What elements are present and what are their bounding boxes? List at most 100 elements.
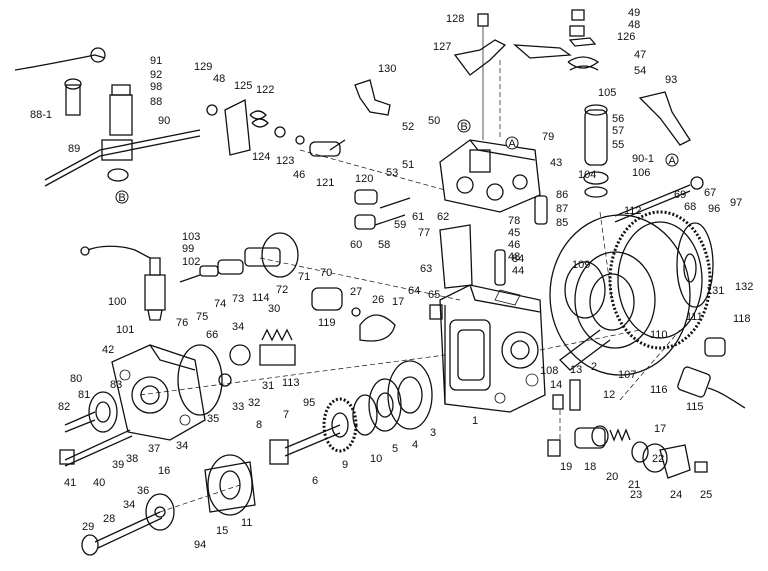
part-label-128: 128: [446, 13, 464, 25]
gasket-109: [564, 261, 606, 319]
part-label-92: 92: [150, 69, 162, 81]
misc-parts: [311, 189, 548, 342]
part-label-50: 50: [428, 115, 440, 127]
part-label-6: 6: [312, 475, 318, 487]
part-label-11: 11: [241, 517, 252, 529]
part-label-76: 76: [176, 317, 188, 329]
part-label-10: 10: [370, 453, 382, 465]
part-label-69: 69: [674, 189, 686, 201]
part-label-17: 17: [392, 296, 404, 308]
part-label-23: 23: [630, 489, 642, 501]
part-label-41: 41: [64, 477, 76, 489]
callout-B2: B: [115, 190, 129, 204]
part-label-57: 57: [612, 125, 624, 137]
part-label-26: 26: [372, 294, 384, 306]
part-label-111: 111: [686, 311, 703, 323]
part-label-98: 98: [150, 81, 162, 93]
lever-93: [583, 91, 691, 198]
part-label-1: 1: [472, 415, 478, 427]
callout-A: A: [505, 136, 519, 150]
pump-housing: [439, 284, 546, 413]
bracket-125: [206, 98, 341, 157]
part-label-60: 60: [350, 239, 362, 251]
part-label-17b: 17: [654, 423, 666, 435]
part-label-109: 109: [572, 259, 590, 271]
callouts: B A B A: [115, 119, 679, 204]
part-label-54: 54: [634, 65, 646, 77]
part-label-65: 65: [428, 289, 440, 301]
part-label-55: 55: [612, 139, 624, 151]
part-label-66: 66: [206, 329, 218, 341]
part-label-89: 89: [68, 143, 80, 155]
part-label-125: 125: [234, 80, 252, 92]
part-label-43: 43: [550, 157, 562, 169]
part-label-102: 102: [182, 256, 200, 268]
part-label-30: 30: [268, 303, 280, 315]
part-label-45: 45: [508, 227, 520, 239]
part-label-67: 67: [704, 187, 716, 199]
part-label-115: 115: [686, 401, 704, 413]
part-label-84: 84: [512, 253, 524, 265]
part-label-20: 20: [606, 471, 618, 483]
lower-right-parts: [547, 379, 708, 479]
part-label-78: 78: [508, 215, 520, 227]
gasket-35: [177, 344, 223, 416]
part-label-5: 5: [392, 443, 398, 455]
solenoid-valve-100: [80, 245, 166, 321]
distributor-head: [111, 344, 206, 441]
part-label-99: 99: [182, 243, 194, 255]
part-label-87: 87: [556, 203, 568, 215]
part-label-56: 56: [612, 113, 624, 125]
part-label-61: 61: [412, 211, 424, 223]
part-label-33: 33: [232, 401, 244, 413]
part-label-62: 62: [437, 211, 449, 223]
part-label-28: 28: [103, 513, 115, 525]
part-label-52: 52: [402, 121, 414, 133]
part-label-75: 75: [196, 311, 208, 323]
part-label-25: 25: [700, 489, 712, 501]
part-label-34b: 34: [176, 440, 188, 452]
part-label-77: 77: [418, 227, 430, 239]
part-label-32: 32: [248, 397, 260, 409]
lever-130: [354, 79, 391, 116]
part-label-106: 106: [632, 167, 650, 179]
part-label-40: 40: [93, 477, 105, 489]
part-label-64: 64: [408, 285, 420, 297]
part-label-73: 73: [232, 293, 244, 305]
svg-text:B: B: [118, 192, 125, 204]
part-label-96: 96: [708, 203, 720, 215]
part-label-44: 44: [512, 265, 524, 277]
shaft-68: [614, 176, 704, 223]
part-label-108: 108: [540, 365, 558, 377]
governor-cover: [439, 9, 600, 213]
part-label-35: 35: [207, 413, 219, 425]
part-label-100: 100: [108, 296, 126, 308]
part-label-49: 49: [628, 7, 640, 19]
part-label-123: 123: [276, 155, 294, 167]
part-label-48: 48: [628, 19, 640, 31]
part-label-48b: 48: [213, 73, 225, 85]
part-label-18: 18: [584, 461, 596, 473]
part-label-53: 53: [386, 167, 398, 179]
callout-A2: A: [665, 153, 679, 167]
callout-B: B: [457, 119, 471, 133]
left-small-parts: [59, 391, 133, 467]
part-label-116: 116: [650, 384, 668, 396]
part-label-101: 101: [116, 324, 134, 336]
part-label-129: 129: [194, 61, 212, 73]
part-label-85: 85: [556, 217, 568, 229]
part-label-88-1: 88-1: [30, 109, 52, 121]
assembly-lines: [139, 60, 681, 513]
part-label-131: 131: [706, 285, 724, 297]
svg-text:A: A: [508, 138, 516, 150]
part-label-120: 120: [355, 173, 373, 185]
part-label-80: 80: [70, 373, 82, 385]
cam-disc-rings: [322, 360, 433, 453]
part-label-71: 71: [298, 271, 310, 283]
part-label-94: 94: [194, 539, 206, 551]
part-label-97: 97: [730, 197, 742, 209]
part-label-14: 14: [550, 379, 562, 391]
part-label-63: 63: [420, 263, 432, 275]
part-label-126: 126: [617, 31, 635, 43]
